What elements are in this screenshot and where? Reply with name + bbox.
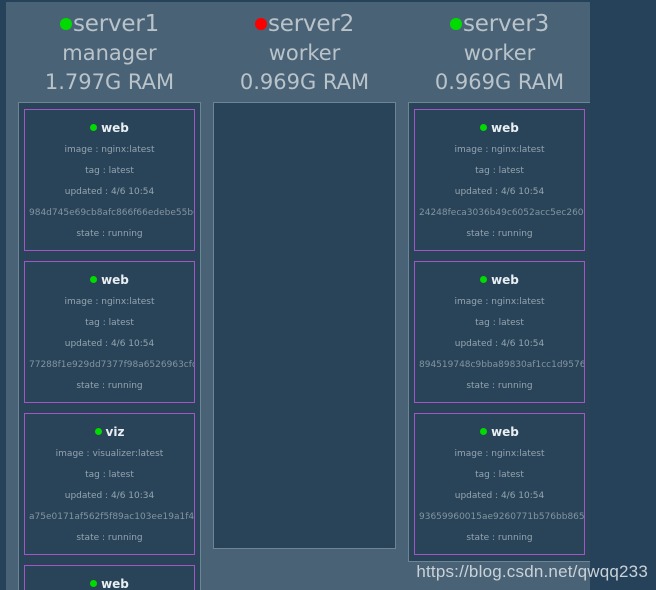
task-name-label: web xyxy=(491,425,519,439)
task-tag-label: tag : latest xyxy=(85,318,134,328)
task-hash-label: 984d745e69cb8afc866f66edebe55b6 xyxy=(29,208,195,218)
task-updated-label: updated : 4/6 10:34 xyxy=(64,491,155,501)
watermark-text: https://blog.csdn.net/qwqq233 xyxy=(416,562,648,581)
status-dot-green xyxy=(59,18,72,30)
task-updated-label: updated : 4/6 10:54 xyxy=(64,339,155,349)
task-state-label: state : running xyxy=(466,533,533,543)
task-title: web xyxy=(415,120,584,136)
task-updated-label: updated : 4/6 10:54 xyxy=(454,339,545,349)
status-dot-green xyxy=(480,276,488,283)
task-state-label: state : running xyxy=(76,533,143,543)
node-name-label: server1 xyxy=(72,11,160,37)
status-dot-green xyxy=(94,428,102,435)
task-tag-label: tag : latest xyxy=(475,470,524,480)
task-state-label: state : running xyxy=(466,229,533,239)
node-name-label: server2 xyxy=(267,11,355,37)
node-ram-label: 0.969G RAM xyxy=(239,70,370,94)
node-name-row: server3 xyxy=(408,11,590,38)
node-role-label: manager xyxy=(62,41,157,65)
task-hash-label: 77288f1e929dd7377f98a6526963cfd1 xyxy=(29,360,195,370)
node-server3: server3 worker 0.969G RAM web image : nginx:… xyxy=(408,2,590,562)
status-dot-green xyxy=(90,580,98,587)
task-hash-label: 93659960015ae9260771b576bb8654 xyxy=(419,512,585,522)
task-image-label: image : visualizer:latest xyxy=(55,449,164,459)
node-header: server1 manager 1.797G RAM xyxy=(18,2,201,97)
task-hash-label: 24248feca3036b49c6052acc5ec26028 xyxy=(419,208,585,218)
task-name-label: web xyxy=(491,121,519,135)
task-card[interactable]: web image : nginx:latest tag : latest updat… xyxy=(414,413,585,555)
status-dot-green xyxy=(480,124,488,131)
node-header: server2 worker 0.969G RAM xyxy=(213,2,396,97)
task-image-label: image : nginx:latest xyxy=(64,297,155,307)
task-name-label: web xyxy=(491,273,519,287)
status-dot-green xyxy=(90,124,98,131)
task-name-label: web xyxy=(101,577,129,590)
node-list: server1 manager 1.797G RAM web image : nginx… xyxy=(6,2,590,590)
node-name-row: server1 xyxy=(18,11,201,38)
task-card[interactable]: web image : nginx:latest tag : latest updat… xyxy=(24,261,195,403)
task-updated-label: updated : 4/6 10:54 xyxy=(454,491,545,501)
node-ram-label: 0.969G RAM xyxy=(434,70,565,94)
task-image-label: image : nginx:latest xyxy=(64,145,155,155)
task-tag-label: tag : latest xyxy=(85,470,134,480)
node-server1: server1 manager 1.797G RAM web image : nginx… xyxy=(18,2,201,590)
task-tag-label: tag : latest xyxy=(475,318,524,328)
task-title: web xyxy=(25,272,194,288)
node-server2: server2 worker 0.969G RAM xyxy=(213,2,396,549)
node-task-panel: web image : nginx:latest tag : latest updat… xyxy=(18,102,201,590)
status-dot-red xyxy=(254,18,267,30)
node-task-panel: web image : nginx:latest tag : latest updat… xyxy=(408,102,590,562)
task-name-label: web xyxy=(101,121,129,135)
task-updated-label: updated : 4/6 10:54 xyxy=(64,187,155,197)
task-state-label: state : running xyxy=(466,381,533,391)
task-image-label: image : nginx:latest xyxy=(454,297,545,307)
task-hash-label: a75e0171af562f5f89ac103ee19a1f41 xyxy=(29,512,195,522)
swarm-visualizer: server1 manager 1.797G RAM web image : nginx… xyxy=(6,2,590,590)
node-task-panel xyxy=(213,102,396,549)
task-title: viz xyxy=(25,424,194,440)
task-title: web xyxy=(25,576,194,590)
task-card[interactable]: web image : nginx:latest tag : latest updat… xyxy=(414,109,585,251)
task-card[interactable]: viz image : visualizer:latest tag : latest… xyxy=(24,413,195,555)
task-image-label: image : nginx:latest xyxy=(454,145,545,155)
node-header: server3 worker 0.969G RAM xyxy=(408,2,590,97)
task-title: web xyxy=(25,120,194,136)
node-name-row: server2 xyxy=(213,11,396,38)
node-role-label: worker xyxy=(268,41,341,65)
node-ram-label: 1.797G RAM xyxy=(44,70,175,94)
task-hash-label: 894519748c9bba89830af1cc1d95766 xyxy=(419,360,585,370)
node-role-label: worker xyxy=(463,41,536,65)
task-updated-label: updated : 4/6 10:54 xyxy=(454,187,545,197)
task-tag-label: tag : latest xyxy=(85,166,134,176)
task-tag-label: tag : latest xyxy=(475,166,524,176)
status-dot-green xyxy=(449,18,462,30)
task-name-label: web xyxy=(101,273,129,287)
task-card[interactable]: web image : nginx:latest tag : latest updat… xyxy=(414,261,585,403)
task-card[interactable]: web image : nginx:latest tag : latest updat… xyxy=(24,109,195,251)
status-dot-green xyxy=(480,428,488,435)
node-name-label: server3 xyxy=(462,11,550,37)
status-dot-green xyxy=(90,276,98,283)
task-title: web xyxy=(415,272,584,288)
task-name-label: viz xyxy=(105,425,125,439)
task-state-label: state : running xyxy=(76,381,143,391)
task-image-label: image : nginx:latest xyxy=(454,449,545,459)
task-state-label: state : running xyxy=(76,229,143,239)
task-title: web xyxy=(415,424,584,440)
